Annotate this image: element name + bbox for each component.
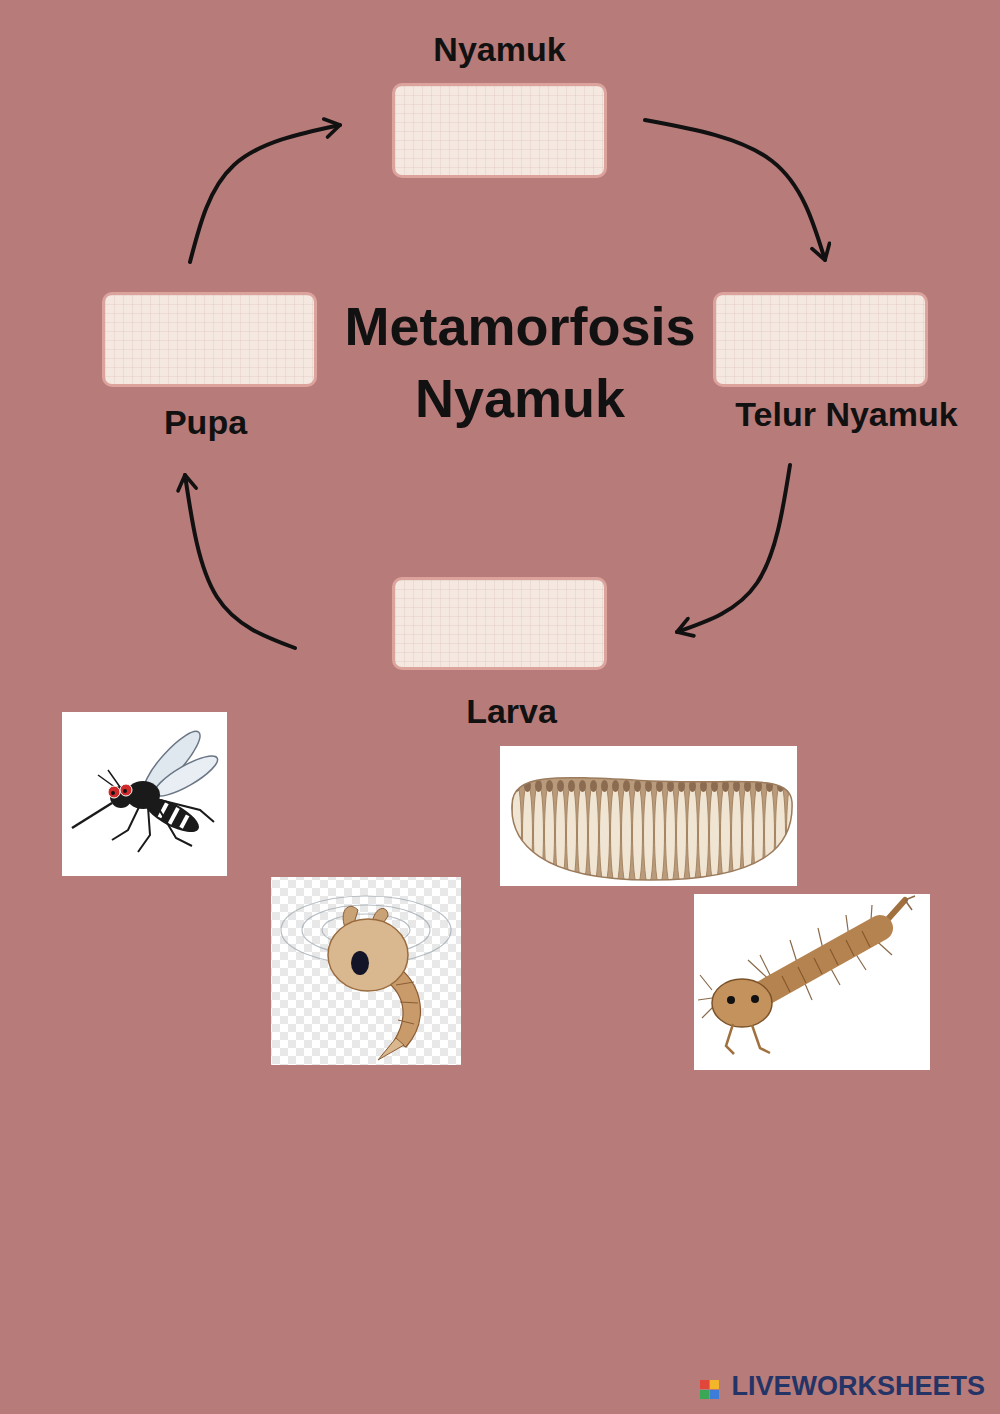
picture-frame (271, 877, 461, 1065)
stage-label: Nyamuk (433, 29, 565, 70)
picture-frame (694, 894, 930, 1070)
diagram-title: Metamorfosis Nyamuk (330, 290, 710, 434)
larva-picture (694, 894, 930, 1070)
cycle-arrow (190, 125, 340, 262)
cycle-arrow (645, 120, 825, 260)
pupa-picture (271, 877, 461, 1065)
cycle-arrow (677, 465, 790, 632)
stage-label: Pupa (164, 402, 247, 443)
stage-box: Larva (392, 577, 607, 670)
picture-frame (62, 712, 227, 876)
watermark-logo (700, 1380, 719, 1399)
cycle-arrow (185, 475, 295, 648)
stage-label: Larva (466, 691, 557, 732)
egg-raft-picture (500, 746, 797, 886)
stage-box: Telur Nyamuk (713, 292, 928, 387)
stage-label: Telur Nyamuk (735, 394, 957, 435)
stage-box: Pupa (102, 292, 317, 387)
mosquito-picture (62, 712, 227, 876)
picture-frame (500, 746, 797, 886)
watermark: LIVEWORKSHEETS (731, 1371, 985, 1402)
stage-box: Nyamuk (392, 83, 607, 178)
